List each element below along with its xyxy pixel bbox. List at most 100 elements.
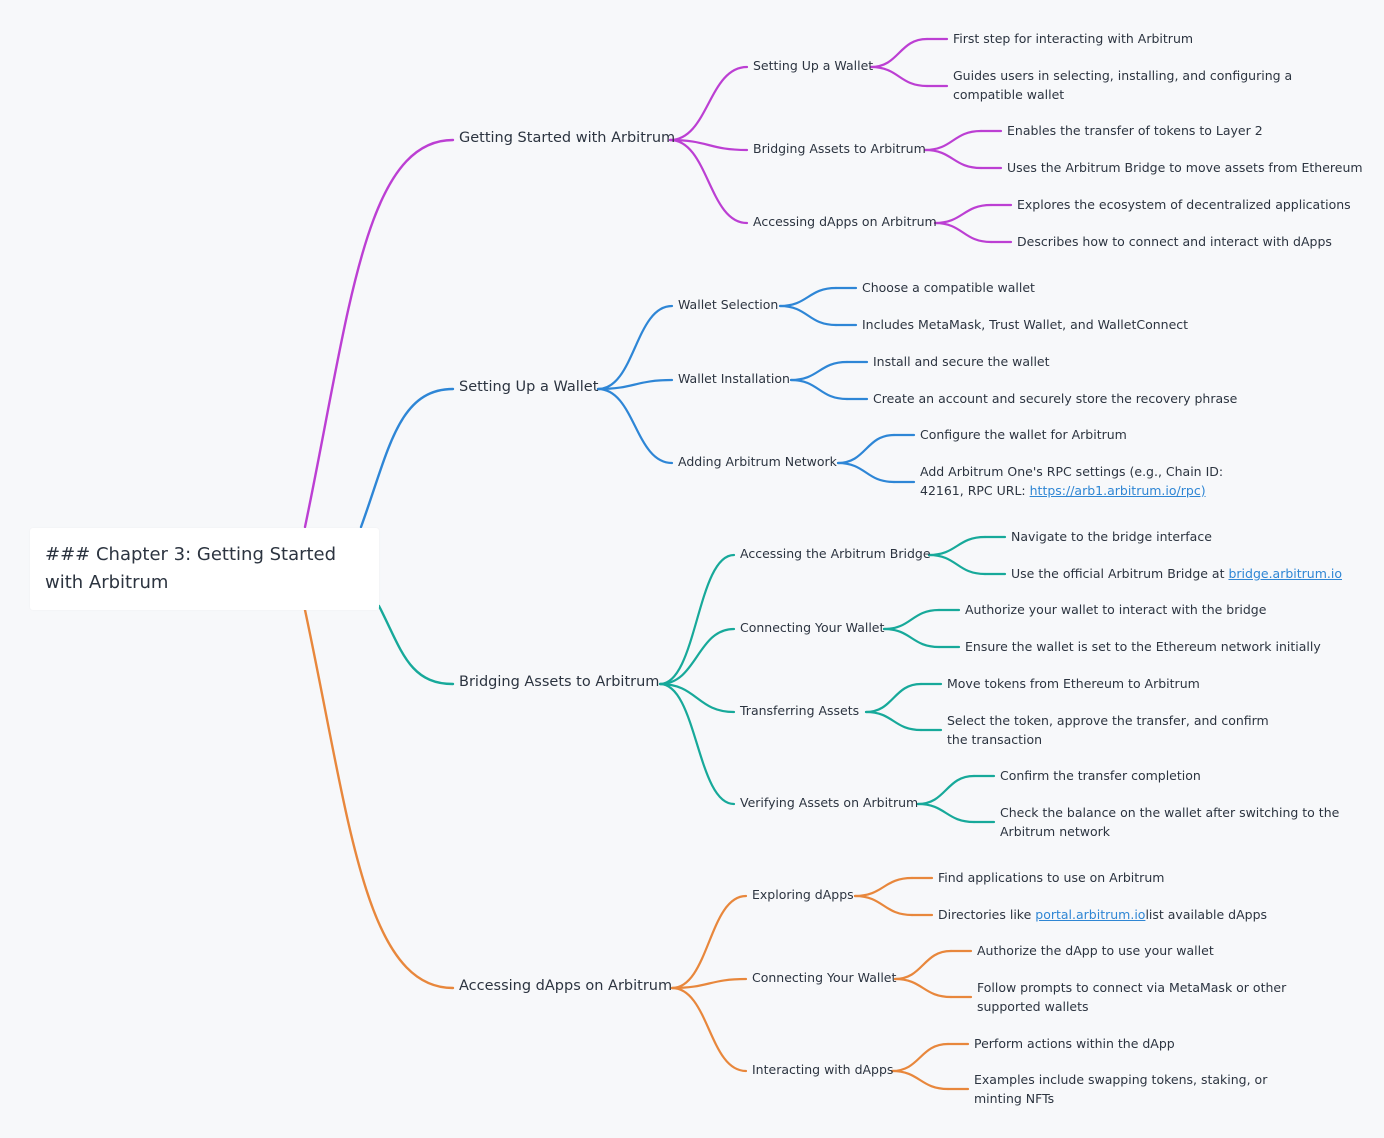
subtopic-connector [596,387,674,465]
detail-connector [927,553,987,576]
detail-connector [882,608,941,631]
detail-text: Check the balance on the wallet after sw… [1000,805,1340,839]
detail-text: Use the official Arbitrum Bridge at [1011,566,1229,581]
detail-node[interactable]: Add Arbitrum One's RPC settings (e.g., C… [920,463,1265,500]
subtopic-node[interactable]: Accessing the Arbitrum Bridge [740,546,931,561]
subtopic-node[interactable]: Bridging Assets to Arbitrum [753,141,926,156]
branch-connector [303,608,455,990]
subtopic-label: Connecting Your Wallet [752,970,897,985]
detail-node[interactable]: Authorize the dApp to use your wallet [977,942,1377,961]
detail-connector [778,304,838,327]
detail-text: Find applications to use on Arbitrum [938,870,1165,885]
detail-node[interactable]: Move tokens from Ethereum to Arbitrum [947,675,1347,694]
subtopic-node[interactable]: Wallet Selection [678,297,778,312]
subtopic-connector [658,682,736,806]
detail-node[interactable]: Uses the Arbitrum Bridge to move assets … [1007,159,1367,178]
detail-node[interactable]: Select the token, approve the transfer, … [947,712,1292,749]
detail-text: Directories like [938,907,1036,922]
detail-node[interactable]: Includes MetaMask, Trust Wallet, and Wal… [862,316,1262,335]
detail-connector [836,461,896,484]
subtopic-node[interactable]: Verifying Assets on Arbitrum [740,795,918,810]
detail-link[interactable]: portal.arbitrum.io [1035,907,1146,922]
detail-node[interactable]: Confirm the transfer completion [1000,767,1380,786]
detail-text: Examples include swapping tokens, stakin… [974,1072,1268,1106]
subtopic-label: Wallet Installation [678,371,790,386]
subtopic-node[interactable]: Accessing dApps on Arbitrum [753,214,937,229]
subtopic-connector [668,65,749,142]
subtopic-node[interactable]: Adding Arbitrum Network [678,454,837,469]
detail-connector [789,378,849,401]
subtopic-connector [596,378,674,391]
branch-label: Getting Started with Arbitrum [459,130,676,146]
subtopic-label: Exploring dApps [752,887,854,902]
subtopic-node[interactable]: Exploring dApps [752,887,854,902]
detail-connector [778,286,838,308]
detail-connector [933,203,993,225]
detail-connector [836,433,896,465]
subtopic-label: Connecting Your Wallet [740,620,885,635]
detail-node[interactable]: Choose a compatible wallet [862,279,1262,298]
detail-connector [933,221,993,244]
detail-link[interactable]: https://arb1.arbitrum.io/rpc) [1029,482,1206,498]
detail-connector [916,802,976,824]
detail-node[interactable]: Check the balance on the wallet after sw… [1000,804,1340,841]
subtopic-label: Bridging Assets to Arbitrum [753,141,926,156]
branch-label: Accessing dApps on Arbitrum [459,978,673,994]
detail-node[interactable]: Use the official Arbitrum Bridge at brid… [1011,565,1371,584]
detail-text: Enables the transfer of tokens to Layer … [1007,123,1263,138]
detail-node[interactable]: Authorize your wallet to interact with t… [965,601,1365,620]
detail-connector [882,627,941,649]
detail-text: Navigate to the bridge interface [1011,529,1212,544]
detail-node[interactable]: Navigate to the bridge interface [1011,528,1371,547]
detail-node[interactable]: Install and secure the wallet [873,353,1273,372]
detail-link[interactable]: bridge.arbitrum.io [1228,566,1342,581]
subtopic-connector [658,553,736,686]
detail-text: Install and secure the wallet [873,354,1050,369]
detail-node[interactable]: Examples include swapping tokens, stakin… [974,1071,1314,1108]
detail-text: Add Arbitrum One's RPC settings (e.g., C… [920,464,1224,498]
subtopic-node[interactable]: Transferring Assets [740,703,859,718]
subtopic-node[interactable]: Interacting with dApps [752,1062,893,1077]
detail-node[interactable]: Directories like portal.arbitrum.iolist … [938,906,1338,925]
subtopic-node[interactable]: Setting Up a Wallet [753,58,873,73]
branch-node[interactable]: Bridging Assets to Arbitrum [459,674,659,690]
detail-node[interactable]: First step for interacting with Arbitrum [953,30,1353,49]
branch-connector [359,387,455,529]
detail-text: First step for interacting with Arbitrum [953,31,1194,46]
subtopic-connector [670,986,748,1073]
branch-connector [377,604,455,686]
subtopic-label: Verifying Assets on Arbitrum [740,795,919,810]
branch-node[interactable]: Getting Started with Arbitrum [459,130,675,146]
detail-node[interactable]: Find applications to use on Arbitrum [938,869,1338,888]
detail-connector [853,894,914,917]
detail-text: Create an account and securely store the… [873,391,1238,406]
subtopic-node[interactable]: Wallet Installation [678,371,790,386]
subtopic-connector [658,682,736,714]
detail-connector [893,949,953,981]
root-node[interactable]: ### Chapter 3: Getting Started with Arbi… [30,528,379,610]
detail-node[interactable]: Perform actions within the dApp [974,1035,1374,1054]
root-title: ### Chapter 3: Getting Started with Arbi… [45,544,337,593]
detail-node[interactable]: Configure the wallet for Arbitrum [920,426,1320,445]
detail-connector [927,535,987,557]
detail-node[interactable]: Follow prompts to connect via MetaMask o… [977,979,1287,1016]
subtopic-node[interactable]: Connecting Your Wallet [740,620,884,635]
detail-text: Perform actions within the dApp [974,1036,1175,1051]
detail-connector [890,1042,950,1073]
detail-node[interactable]: Describes how to connect and interact wi… [1017,233,1377,252]
subtopic-connector [596,304,674,391]
detail-text: Describes how to connect and interact wi… [1017,234,1332,249]
detail-connector [864,710,923,732]
branch-label: Setting Up a Wallet [459,379,599,395]
subtopic-node[interactable]: Connecting Your Wallet [752,970,896,985]
branch-node[interactable]: Accessing dApps on Arbitrum [459,978,672,994]
detail-text: Confirm the transfer completion [1000,768,1201,783]
detail-node[interactable]: Create an account and securely store the… [873,390,1273,409]
detail-node[interactable]: Explores the ecosystem of decentralized … [1017,196,1377,215]
subtopic-label: Adding Arbitrum Network [678,454,837,469]
detail-node[interactable]: Enables the transfer of tokens to Layer … [1007,122,1367,141]
branch-node[interactable]: Setting Up a Wallet [459,379,598,395]
detail-text: Choose a compatible wallet [862,280,1035,295]
detail-node[interactable]: Guides users in selecting, installing, a… [953,67,1313,104]
detail-node[interactable]: Ensure the wallet is set to the Ethereum… [965,638,1365,657]
